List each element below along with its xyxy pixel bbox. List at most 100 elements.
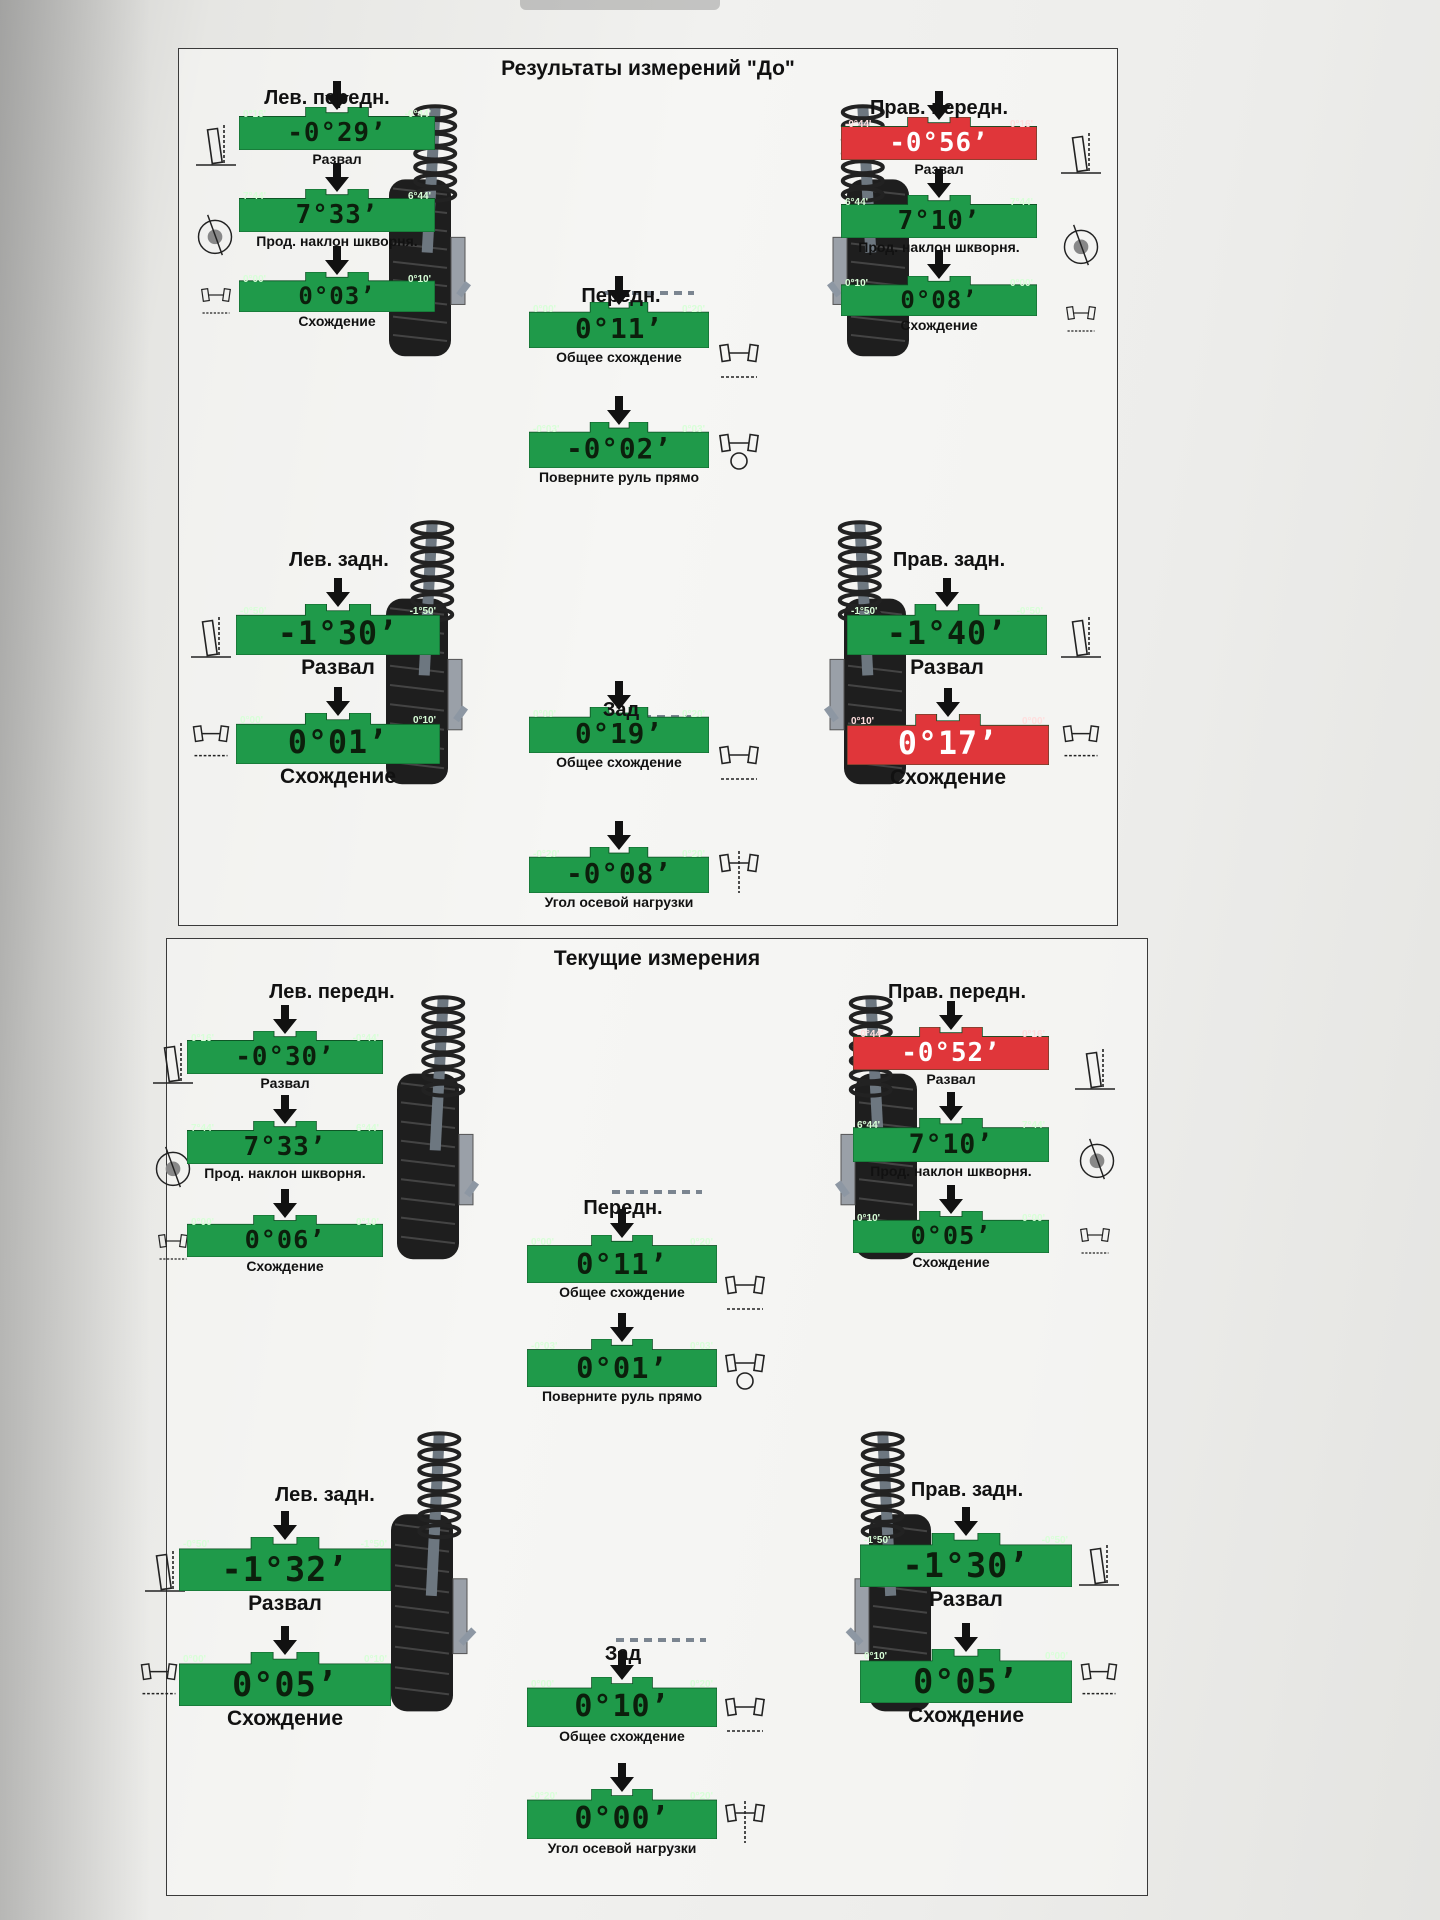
tread-line — [394, 1564, 450, 1573]
gauge-limit-max: 0°20' — [681, 304, 705, 315]
gauge-front-left-toe: 0°00'0°10'0°06’ — [187, 1215, 383, 1257]
wheel-position-label: Лев. передн. — [269, 981, 395, 1003]
spring-coil — [417, 1477, 462, 1494]
gauge-caption: Поверните руль прямо — [541, 1388, 703, 1404]
spring-coil — [421, 1024, 466, 1040]
gauge-limit-max: 0°16' — [1021, 1029, 1045, 1040]
gauge-limit-min: -0°50' — [183, 1539, 210, 1550]
tread-line — [392, 242, 448, 251]
gauge-rear-left-toe: 0°00'0°10'0°05’ — [179, 1652, 391, 1706]
value-marker-arrow — [610, 1763, 634, 1792]
gauge-value: 0°05’ — [232, 1664, 338, 1704]
toe-diagram-icon — [201, 287, 231, 314]
gauge-limit-min: 0°00' — [191, 1217, 215, 1228]
gauge-bar — [187, 1031, 383, 1074]
gauge-limit-max: 0°00' — [1021, 1213, 1045, 1224]
gauge-limit-min: -0°44' — [845, 119, 872, 130]
arrow-shape — [939, 1001, 963, 1030]
tread-line — [392, 333, 448, 343]
tread-line — [847, 684, 903, 693]
tread-line — [394, 1584, 450, 1594]
gauge-limit-max: 6°44' — [407, 191, 431, 202]
value-marker-arrow — [325, 163, 349, 192]
thrust-diagram-icon — [719, 851, 759, 893]
arrow-shape — [954, 1507, 978, 1536]
tread-line — [872, 1645, 928, 1655]
gauge-limit-min: 0°00' — [531, 1237, 555, 1248]
previous-page-bleed — [520, 0, 720, 10]
tread-line — [858, 1120, 914, 1129]
value-marker-arrow — [607, 276, 631, 305]
gauge-fill — [853, 1027, 1049, 1070]
gauge-value: 0°05’ — [910, 1221, 992, 1251]
gauge-value: 0°01’ — [287, 725, 389, 762]
tread-line — [850, 333, 906, 343]
arrow-shape — [935, 578, 959, 607]
spring-coil — [410, 592, 455, 609]
toe-diagram-icon — [1062, 725, 1100, 757]
wheel-position-label: Зад — [602, 699, 640, 721]
gauge-limit-min: 0°10' — [864, 1651, 888, 1662]
toe-diagram-icon — [140, 1663, 178, 1695]
gauge-bar — [529, 707, 709, 753]
toe-diagram-icon — [192, 725, 230, 757]
panel-title: Текущие измерения — [553, 947, 761, 970]
wheel-position-label: Лев. передн. — [264, 87, 390, 109]
arrow-shape — [954, 1623, 978, 1652]
spring-coil — [421, 1067, 466, 1084]
gauge-caption: Схождение — [279, 765, 397, 788]
camber-diagram-icon — [153, 1043, 193, 1084]
arrow-shape — [273, 1189, 297, 1218]
gauge-bar — [527, 1339, 717, 1387]
gauge-value: -0°02’ — [566, 432, 672, 466]
gauge-limit-min: 0°00' — [183, 1654, 207, 1665]
gauge-fill — [529, 847, 709, 893]
tread-line — [389, 703, 445, 712]
gauge-limit-max: 0°20' — [681, 849, 705, 860]
lower-arm — [456, 280, 471, 298]
spring-coil — [837, 592, 882, 609]
gauge-bar — [860, 1533, 1072, 1587]
spring-coil — [410, 534, 455, 551]
lower-arm — [845, 1627, 864, 1646]
spring-coil — [848, 995, 893, 1012]
gauge-bar — [179, 1537, 391, 1591]
gauge-limit-min: 6°44' — [845, 197, 869, 208]
caster-diagram-icon — [1079, 1138, 1115, 1180]
spring-coil — [421, 1038, 466, 1055]
gauge-limit-max: 0°00' — [1021, 716, 1045, 727]
spring-coil — [860, 1507, 905, 1524]
arrow-shape — [610, 1651, 634, 1680]
value-marker-arrow — [939, 1185, 963, 1214]
front-suspension-left-corner — [397, 995, 480, 1260]
front-suspension-tie-rod — [612, 1190, 702, 1195]
gauge-limit-min: -0°50' — [240, 606, 267, 617]
gauge-rear-left-toe: 0°00'0°10'0°01’ — [236, 713, 440, 764]
gauge-fill — [527, 1339, 717, 1387]
spring-coil — [860, 1431, 905, 1448]
gauge-limit-min: -0°03' — [531, 1341, 558, 1352]
gauge-limit-min: -1°50' — [851, 606, 878, 617]
gauge-fill — [529, 422, 709, 468]
spring-coil — [421, 995, 466, 1012]
gauge-rear-total: 0°00'0°20'0°19’ — [529, 707, 709, 753]
tread-line — [850, 260, 906, 269]
tread-line — [400, 1216, 456, 1225]
tread-line — [400, 1159, 456, 1168]
tread-line — [847, 703, 903, 712]
value-marker-arrow — [325, 246, 349, 275]
gauge-fill — [236, 713, 440, 764]
arrow-shape — [325, 246, 349, 275]
gauge-value: -1°32’ — [221, 1549, 349, 1589]
panel-title: Результаты измерений "До" — [501, 57, 795, 80]
gauge-bar — [860, 1649, 1072, 1703]
gauge-thrust: -0°20'0°20'-0°08’ — [529, 847, 709, 893]
gauge-value: 7°10’ — [897, 205, 981, 236]
gauge-caption: Общее схождение — [559, 1284, 685, 1300]
gauge-value: -0°30’ — [235, 1041, 335, 1072]
gauge-limit-min: 0°00' — [533, 304, 557, 315]
value-marker-arrow — [610, 1313, 634, 1342]
gauge-steering: -0°03'0°03'-0°02’ — [529, 422, 709, 468]
arrow-shape — [939, 1092, 963, 1121]
arrow-shape — [610, 1313, 634, 1342]
